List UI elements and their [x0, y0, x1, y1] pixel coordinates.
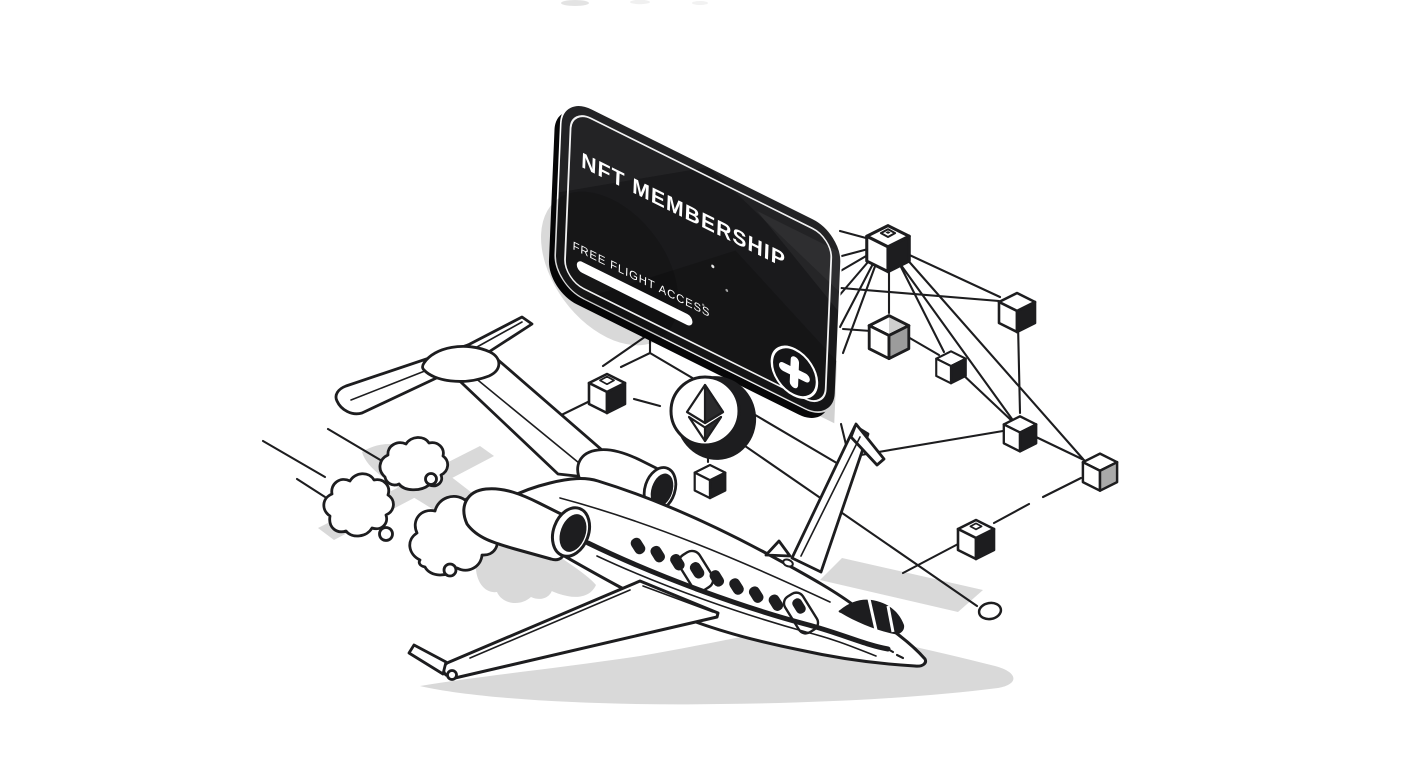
cloud	[378, 436, 450, 492]
forward-door	[782, 591, 820, 635]
plus-badge	[770, 345, 819, 399]
card-facets	[541, 94, 843, 424]
network-node-cube	[587, 372, 627, 415]
blockchain-network-nodes	[587, 224, 1119, 561]
tail-fairing	[421, 345, 501, 383]
cloud-puff	[442, 562, 458, 578]
square-glyph-icon	[599, 375, 615, 386]
wingtip-light	[446, 669, 458, 681]
dashed-link	[1041, 476, 1083, 499]
ethereum-icon	[685, 383, 725, 443]
wing-near	[407, 579, 720, 681]
block-glyph-icon	[879, 228, 897, 238]
airplane	[334, 315, 927, 681]
speck	[702, 303, 705, 307]
plus-icon	[778, 356, 810, 389]
cloud	[322, 472, 395, 538]
cloud-puff	[378, 526, 394, 542]
network-node-cube	[956, 518, 996, 561]
network-node-cube	[1002, 415, 1038, 453]
dashed-link	[992, 502, 1031, 525]
paper-smudges	[561, 0, 708, 6]
annotation-dot	[977, 601, 1003, 621]
aft-door	[677, 549, 715, 593]
ethereum-coin	[669, 375, 757, 464]
network-node-hub	[865, 224, 911, 274]
speck	[711, 264, 715, 269]
speed-lines	[261, 427, 384, 499]
cockpit-windshield	[838, 598, 905, 635]
card-face	[554, 104, 842, 413]
airplane-windows	[630, 537, 784, 611]
blockchain-network-links	[543, 229, 1086, 608]
network-node-cube	[693, 463, 727, 500]
wing-far	[790, 422, 886, 574]
door-window	[792, 598, 806, 614]
cloud-puff	[424, 472, 438, 486]
network-node-cube	[867, 314, 911, 361]
antenna-detail	[782, 558, 794, 568]
network-node-cube	[1081, 452, 1119, 492]
card-underline-bar	[576, 261, 693, 326]
engine-near	[462, 487, 592, 562]
network-node-cube	[935, 350, 967, 385]
network-node-cube	[997, 291, 1037, 334]
square-glyph-icon	[969, 522, 983, 531]
winglet-far	[849, 422, 886, 467]
card-inset-border	[564, 115, 833, 403]
far-wing-shadow	[820, 558, 983, 612]
speck	[725, 288, 729, 292]
wing-root-fairing	[764, 539, 792, 558]
winglet-near	[407, 643, 448, 676]
